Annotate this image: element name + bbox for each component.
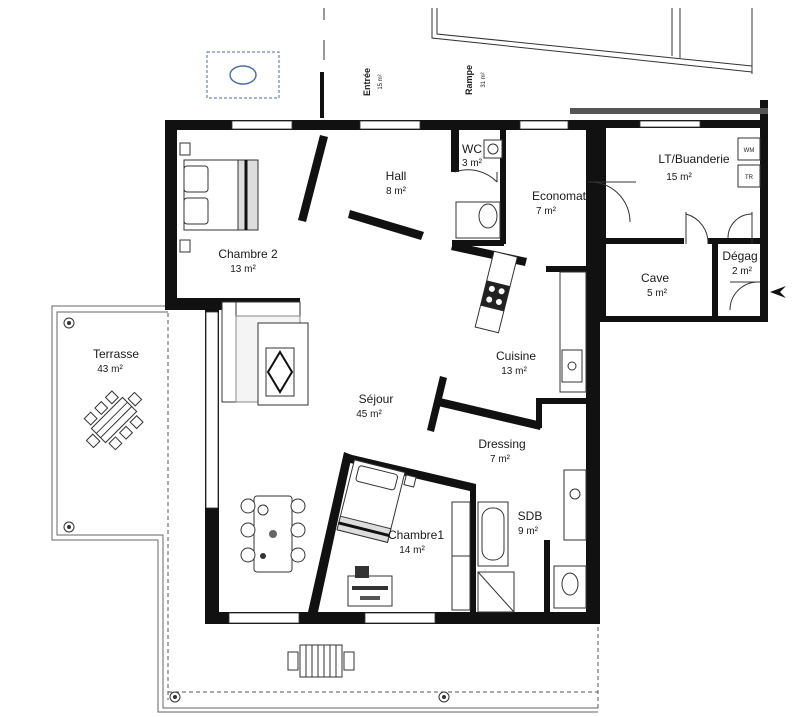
room-area-cave: 5 m² [647,288,668,299]
entree-area: 15 m² [378,74,384,89]
room-label-chambre2: Chambre 2 [218,247,278,261]
room-area-dressing: 7 m² [490,454,511,465]
entrance-arrow-icon [770,286,786,298]
room-area-terrasse: 43 m² [97,364,123,375]
patio-table-icon [83,390,144,451]
room-label-cuisine: Cuisine [496,349,536,363]
bathtub-icon [477,501,509,567]
rampe-area: 31 m² [481,72,487,87]
shower-icon [477,571,515,613]
coffee-table-icon [257,322,309,406]
stove-icon [474,250,518,334]
room-label-lt-buanderie: LT/Buanderie [658,152,729,166]
rampe-label: Rampe [464,65,474,95]
terrasse-outline [51,305,599,713]
bench-table-icon [287,644,355,678]
roof-strip [570,108,768,114]
room-area-chambre1: 14 m² [399,545,425,556]
washing-machine-icon: WM TR [737,137,761,188]
room-area-economat: 7 m² [536,206,557,217]
bed-chambre1-icon [336,459,417,543]
room-label-sejour: Séjour [359,392,394,406]
room-label-cave: Cave [641,271,669,285]
site-boundary [323,8,753,74]
room-area-sejour: 45 m² [356,409,382,420]
wc-icon [455,139,503,239]
room-area-chambre2: 13 m² [230,264,256,275]
svg-text:WM: WM [744,148,755,154]
toilet-sdb-icon [553,565,587,609]
kitchen-counter [559,271,587,393]
windows [205,120,701,624]
room-area-wc: 3 m² [462,158,483,169]
manhole-icon [206,51,280,99]
door-swings [454,169,760,311]
room-label-hall: Hall [386,169,407,183]
entrance-gate [320,72,324,118]
room-area-degag: 2 m² [732,266,753,277]
room-label-economat: Economat [532,189,587,203]
svg-text:TR: TR [745,175,754,181]
room-area-cuisine: 13 m² [501,366,527,377]
room-label-wc: WC [462,142,482,156]
desk-icon [347,566,393,607]
bed-icon [179,142,259,253]
dining-table-icon [240,495,306,573]
room-label-sdb: SDB [518,509,543,523]
vanity-icon [563,469,587,541]
room-area-sdb: 9 m² [518,526,539,537]
room-label-chambre1: Chambre1 [388,528,444,542]
wardrobe [451,501,471,611]
room-area-lt-buanderie: 15 m² [666,172,692,183]
room-label-degag: Dégag [722,249,757,263]
plant-icon [63,317,450,703]
room-area-hall: 8 m² [386,186,407,197]
room-label-dressing: Dressing [478,437,525,451]
interior-walls [298,128,762,614]
room-label-terrasse: Terrasse [93,347,139,361]
entree-label: Entrée [362,68,372,96]
